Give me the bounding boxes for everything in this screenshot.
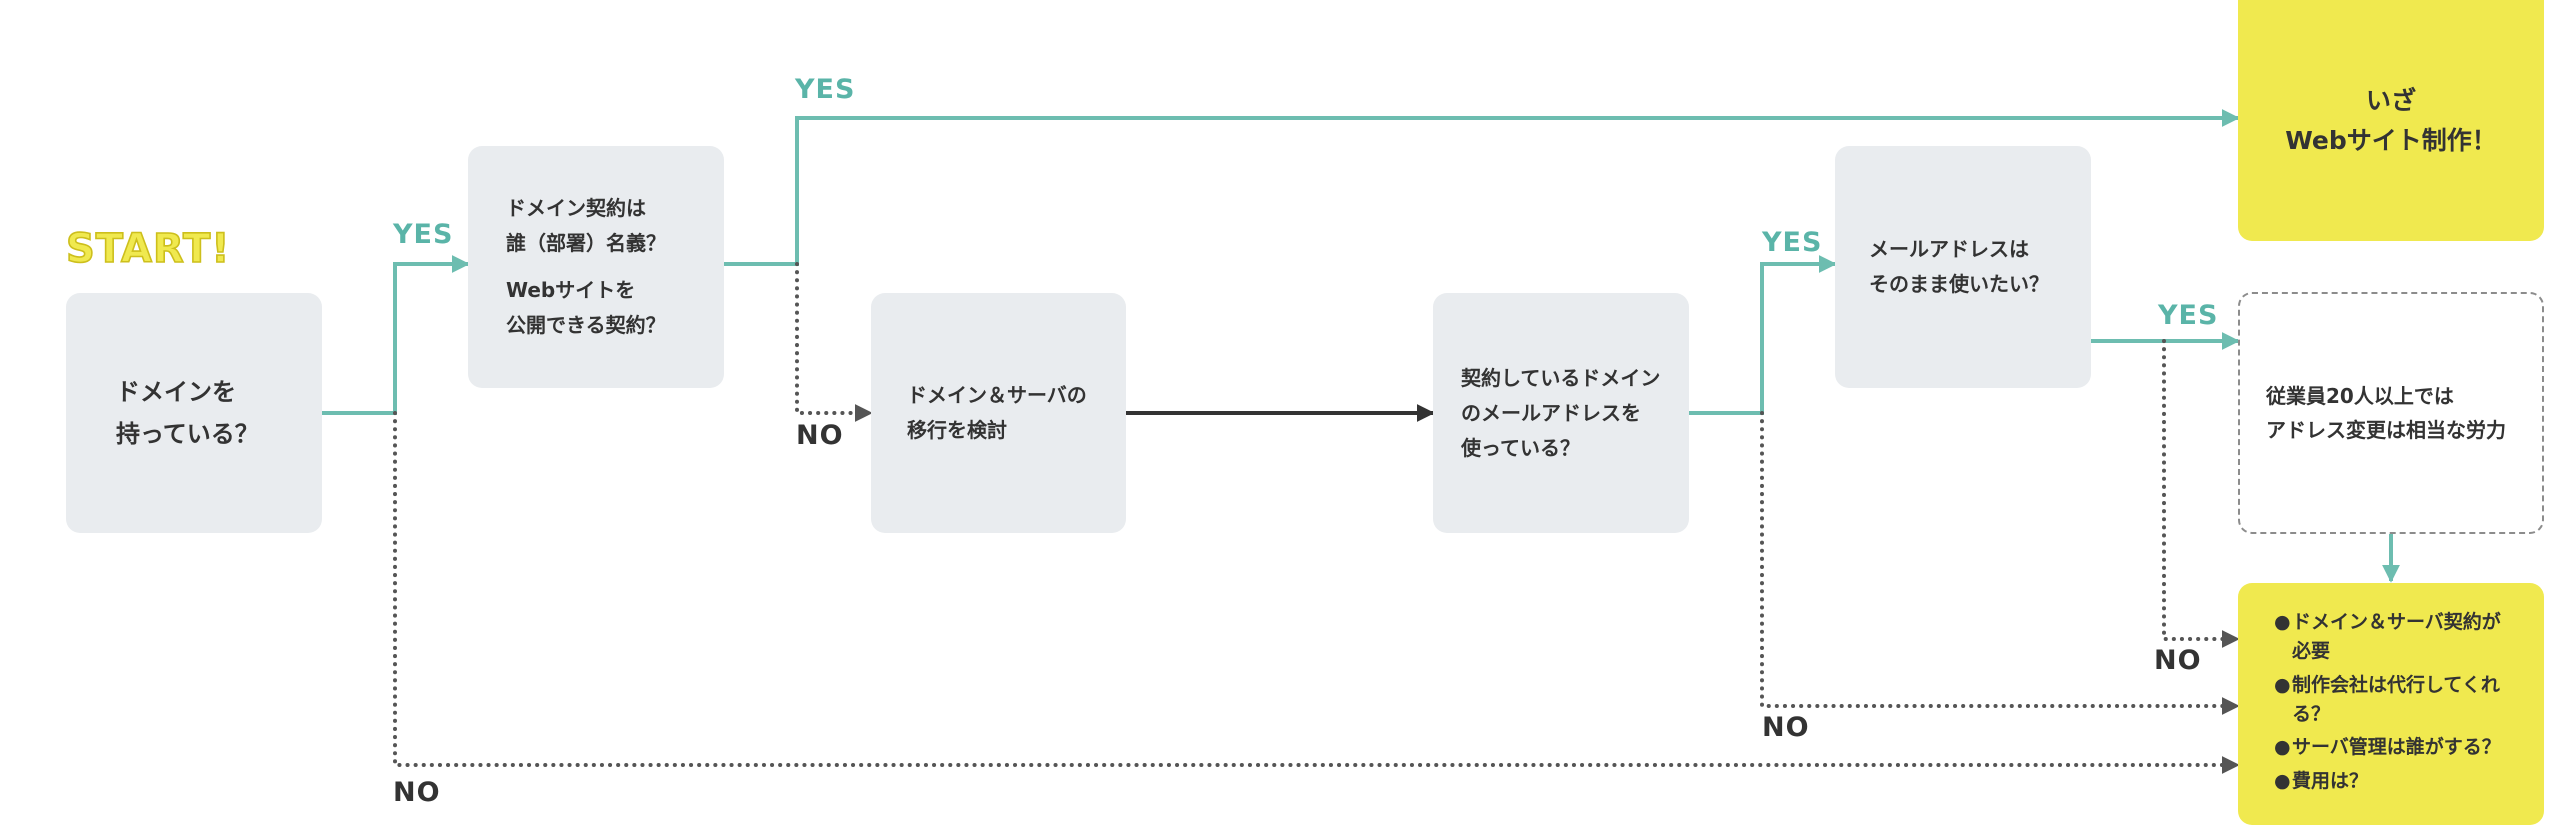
label-yes-q2: YES	[795, 74, 856, 105]
edge-q1-no-to-checklist	[393, 411, 2240, 774]
node-contract-owner-line-4: 公開できる契約？	[506, 313, 666, 337]
node-migrate-line-1: ドメイン＆サーバの	[907, 383, 1087, 407]
node-contract-owner-line-2: 誰（部署）名義？	[506, 231, 666, 255]
node-goal-website-line-1: いざ	[2365, 85, 2416, 115]
checklist: ●ドメイン＆サーバ契約が必要 ●制作会社は代行してくれる？ ●サーバ管理は誰がす…	[2274, 608, 2516, 801]
node-contract-owner: ドメイン契約は 誰（部署）名義？ Webサイトを 公開できる契約？	[468, 146, 724, 388]
node-has-domain: ドメインを 持っている？	[66, 293, 322, 533]
node-has-domain-line-2: 持っている？	[116, 420, 259, 448]
label-no-q1: NO	[393, 777, 441, 808]
edge-q2-yes-to-goal	[724, 109, 2240, 266]
bullet-icon: ●	[2274, 673, 2291, 696]
node-note-line-2: アドレス変更は相当な労力	[2266, 418, 2506, 442]
node-contract-owner-line-1: ドメイン契約は	[506, 196, 646, 220]
node-has-domain-line-1: ドメインを	[116, 378, 236, 406]
bullet-icon: ●	[2274, 610, 2291, 633]
node-note-address-change: 従業員20人以上では アドレス変更は相当な労力	[2238, 292, 2544, 534]
edge-q4-no-to-checklist	[2162, 339, 2240, 648]
edge-q3-yes-to-q4	[1689, 255, 1837, 415]
node-contract-owner-line-3: Webサイトを	[506, 278, 636, 302]
label-no-q2: NO	[796, 420, 844, 451]
checklist-item-text: 費用は？	[2292, 769, 2369, 792]
checklist-item-text: ドメイン＆サーバ契約が必要	[2292, 610, 2501, 663]
node-use-domain-mail-line-2: のメールアドレスを	[1461, 400, 1641, 425]
label-yes-q1: YES	[393, 219, 454, 250]
bullet-icon: ●	[2274, 736, 2291, 759]
edge-q2-no-to-migrate	[795, 262, 873, 422]
start-label: START!	[65, 225, 231, 273]
node-checklist: ●ドメイン＆サーバ契約が必要 ●制作会社は代行してくれる？ ●サーバ管理は誰がす…	[2238, 583, 2544, 825]
checklist-item: ●費用は？	[2274, 767, 2516, 796]
label-no-q4: NO	[2154, 645, 2202, 676]
node-keep-mail-line-1: メールアドレスは	[1869, 237, 2029, 261]
label-no-q3: NO	[1762, 712, 1810, 743]
checklist-item: ●制作会社は代行してくれる？	[2274, 671, 2516, 730]
node-note-line-1: 従業員20人以上では	[2266, 384, 2454, 408]
node-migrate: ドメイン＆サーバの 移行を検討	[871, 293, 1126, 533]
label-yes-q4: YES	[2158, 300, 2219, 331]
node-goal-website-line-2: Webサイト制作！	[2285, 125, 2497, 155]
checklist-item-text: サーバ管理は誰がする？	[2292, 736, 2501, 759]
checklist-item: ●ドメイン＆サーバ契約が必要	[2274, 608, 2516, 667]
node-use-domain-mail: 契約しているドメイン のメールアドレスを 使っている？	[1433, 293, 1689, 533]
checklist-item-text: 制作会社は代行してくれる？	[2292, 673, 2500, 725]
node-keep-mail: メールアドレスは そのまま使いたい？	[1835, 146, 2091, 388]
edge-q3-no-to-checklist	[1760, 411, 2240, 715]
node-goal-website: いざ Webサイト制作！	[2238, 0, 2544, 241]
node-migrate-line-2: 移行を検討	[907, 418, 1007, 442]
node-use-domain-mail-line-3: 使っている？	[1461, 435, 1580, 460]
node-keep-mail-line-2: そのまま使いたい？	[1869, 272, 2049, 296]
edge-q1-yes-to-q2	[322, 255, 470, 415]
node-use-domain-mail-line-1: 契約しているドメイン	[1461, 365, 1661, 390]
label-yes-q3: YES	[1762, 227, 1823, 258]
bullet-icon: ●	[2274, 769, 2291, 792]
checklist-item: ●サーバ管理は誰がする？	[2274, 733, 2516, 762]
